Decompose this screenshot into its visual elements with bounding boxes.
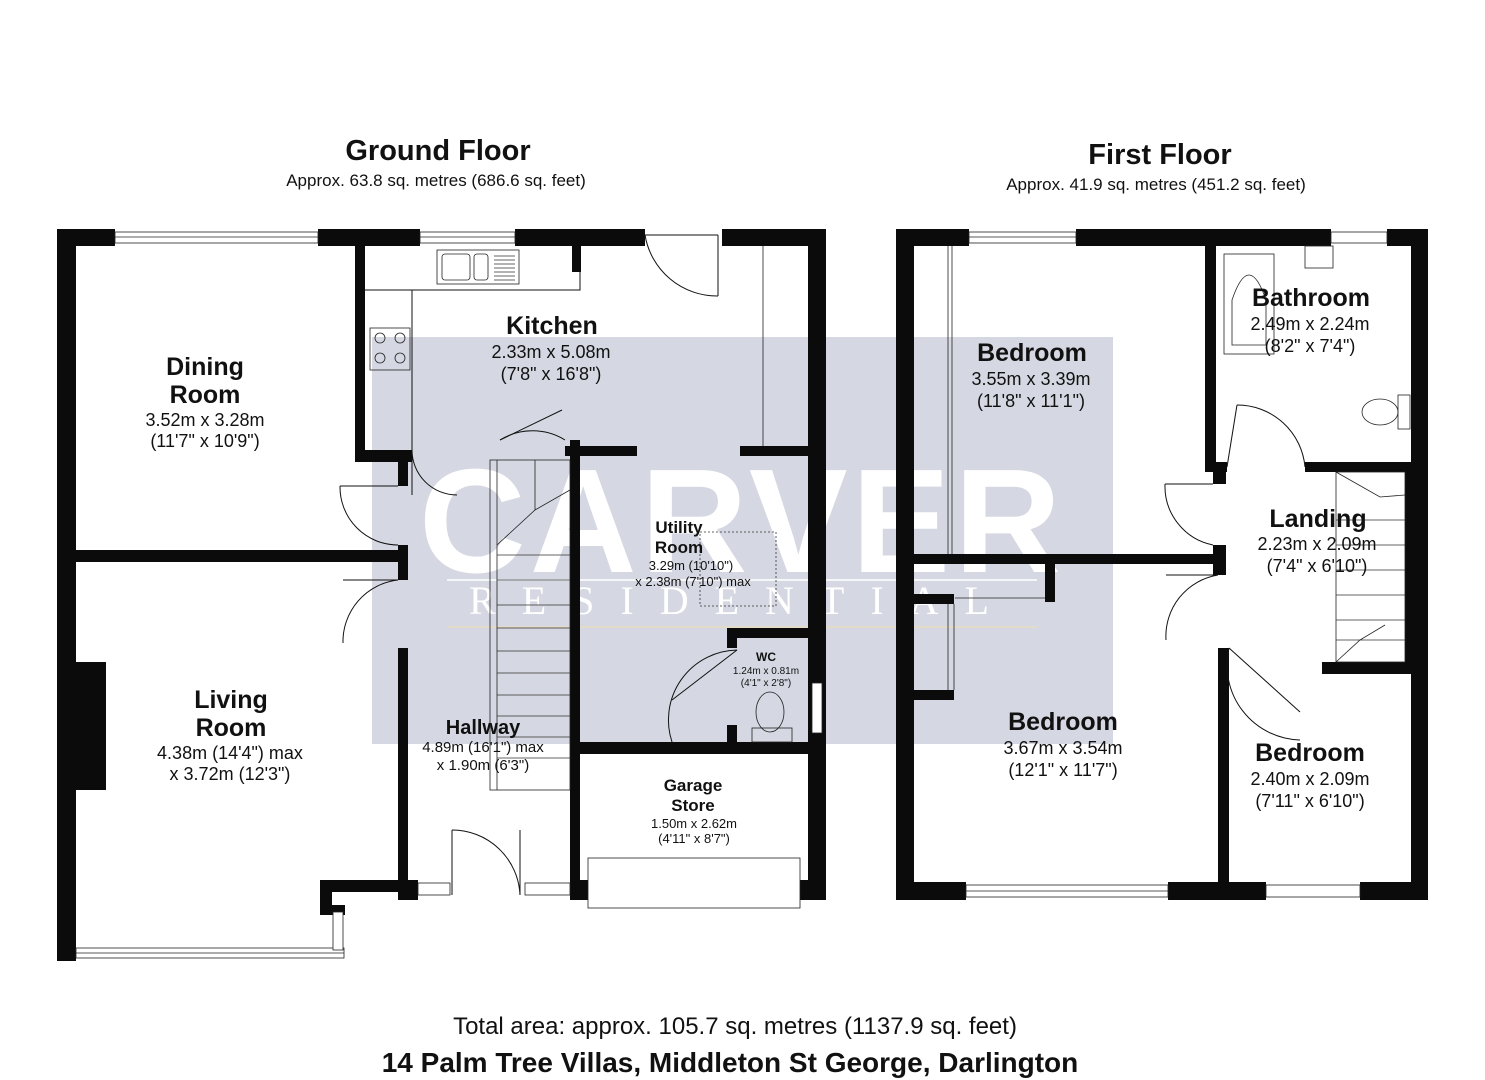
room-label-hallway: Hallway 4.89m (16'1") max x 1.90m (6'3") — [422, 717, 544, 774]
room-dimensions: 2.49m x 2.24m — [1250, 314, 1369, 334]
room-name: Garage — [664, 776, 723, 795]
room-dimensions: x 3.72m (12'3") — [170, 764, 291, 784]
property-address: 14 Palm Tree Villas, Middleton St George… — [382, 1047, 1079, 1078]
room-name: Landing — [1269, 505, 1366, 533]
watermark-panel — [372, 337, 1113, 744]
room-dimensions: 4.89m (16'1") max — [422, 739, 544, 756]
room-name: Dining — [166, 353, 244, 381]
room-dimensions: (11'7" x 10'9") — [150, 431, 259, 451]
ground-floor-title: Ground Floor — [345, 135, 530, 167]
room-name: Room — [655, 538, 703, 557]
room-name: WC — [756, 650, 776, 664]
room-name: Hallway — [446, 717, 521, 739]
room-dimensions: (4'1" x 2'8") — [741, 678, 791, 689]
watermark-line1: CARVER — [419, 439, 1065, 604]
room-dimensions: (12'1" x 11'7") — [1008, 760, 1117, 780]
first-floor-windows — [965, 231, 1388, 898]
room-dimensions: 1.24m x 0.81m — [733, 666, 799, 677]
room-dimensions: 3.55m x 3.39m — [971, 369, 1090, 389]
room-dimensions: 2.33m x 5.08m — [491, 342, 610, 362]
room-dimensions: 2.23m x 2.09m — [1257, 534, 1376, 554]
room-dimensions: 3.29m (10'10") — [649, 558, 733, 573]
room-dimensions: 3.67m x 3.54m — [1003, 738, 1122, 758]
room-label-wc: WC 1.24m x 0.81m (4'1" x 2'8") — [733, 650, 799, 689]
room-label-landing: Landing 2.23m x 2.09m (7'4" x 6'10") — [1257, 505, 1376, 576]
ground-floor-stairs — [489, 459, 571, 791]
room-dimensions: (7'4" x 6'10") — [1267, 556, 1368, 576]
room-dimensions: (4'11" x 8'7") — [658, 831, 730, 846]
room-dimensions: (8'2" x 7'4") — [1265, 336, 1356, 356]
room-dimensions: (7'11" x 6'10") — [1255, 791, 1364, 811]
first-floor-header: First Floor Approx. 41.9 sq. metres (451… — [1006, 139, 1306, 194]
total-area: Total area: approx. 105.7 sq. metres (11… — [453, 1013, 1017, 1040]
room-label-dining: Dining Room 3.52m x 3.28m (11'7" x 10'9"… — [145, 353, 264, 451]
room-dimensions: (11'8" x 11'1") — [977, 391, 1085, 411]
room-dimensions: 3.52m x 3.28m — [145, 410, 264, 430]
room-label-garage: Garage Store 1.50m x 2.62m (4'11" x 8'7"… — [651, 776, 737, 846]
room-name: Bedroom — [1255, 739, 1365, 767]
first-floor-area: Approx. 41.9 sq. metres (451.2 sq. feet) — [1006, 175, 1306, 194]
room-name: Bedroom — [977, 339, 1087, 367]
room-dimensions: 4.38m (14'4") max — [157, 743, 303, 763]
room-label-utility: Utility Room 3.29m (10'10") x 2.38m (7'1… — [635, 518, 751, 589]
room-label-bedroom-3: Bedroom 2.40m x 2.09m (7'11" x 6'10") — [1250, 739, 1369, 811]
room-label-kitchen: Kitchen 2.33m x 5.08m (7'8" x 16'8") — [491, 312, 610, 384]
ground-floor-windows — [75, 231, 823, 959]
first-floor-fittings — [947, 245, 1411, 741]
ground-floor-area: Approx. 63.8 sq. metres (686.6 sq. feet) — [286, 171, 586, 190]
room-dimensions: (7'8" x 16'8") — [501, 364, 602, 384]
room-label-bedroom-2: Bedroom 3.67m x 3.54m (12'1" x 11'7") — [1003, 708, 1122, 780]
first-floor-title: First Floor — [1088, 139, 1231, 171]
room-name: Room — [170, 381, 241, 409]
room-name: Living — [194, 686, 268, 714]
footer: Total area: approx. 105.7 sq. metres (11… — [382, 1013, 1079, 1078]
room-label-bedroom-1: Bedroom 3.55m x 3.39m (11'8" x 11'1") — [971, 339, 1090, 411]
room-label-bathroom: Bathroom 2.49m x 2.24m (8'2" x 7'4") — [1250, 284, 1370, 356]
utility-fixtures — [699, 531, 793, 743]
kitchen-fittings — [365, 234, 764, 496]
room-dimensions: x 2.38m (7'10") max — [635, 574, 751, 589]
watermark: CARVER RESIDENTIAL — [372, 337, 1113, 744]
room-name: Room — [196, 714, 267, 742]
first-floor-walls — [896, 229, 1428, 900]
room-dimensions: 1.50m x 2.62m — [651, 816, 737, 831]
room-label-living: Living Room 4.38m (14'4") max x 3.72m (1… — [157, 686, 303, 784]
room-name: Bathroom — [1252, 284, 1370, 312]
ground-floor-header: Ground Floor Approx. 63.8 sq. metres (68… — [286, 135, 586, 190]
room-name: Utility — [655, 518, 703, 537]
room-dimensions: x 1.90m (6'3") — [437, 757, 529, 774]
room-name: Bedroom — [1008, 708, 1118, 736]
room-name: Store — [671, 796, 714, 815]
room-name: Kitchen — [506, 312, 598, 340]
ground-floor-doors — [339, 485, 738, 896]
ground-floor-walls — [57, 229, 826, 961]
room-dimensions: 2.40m x 2.09m — [1250, 769, 1369, 789]
